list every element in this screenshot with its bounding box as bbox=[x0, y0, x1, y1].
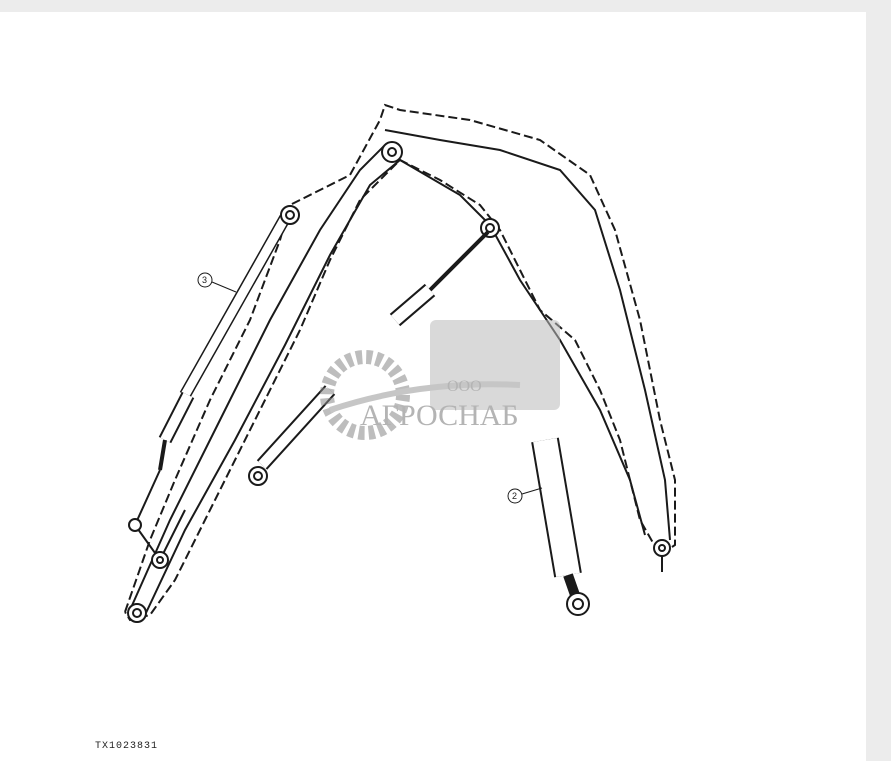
boom-foot-pin bbox=[653, 539, 671, 557]
arm-lower-edge bbox=[399, 159, 646, 536]
arm-upper-edge bbox=[384, 129, 671, 541]
gear-icon bbox=[320, 350, 410, 440]
boom-cylinder bbox=[248, 385, 336, 486]
watermark-logo: ООО АГРОСНАБ bbox=[320, 320, 560, 440]
cylinder-2 bbox=[531, 437, 590, 616]
callout-3-label: 3 bbox=[202, 275, 207, 285]
link-pin bbox=[128, 518, 142, 532]
arm-tip-pin bbox=[127, 603, 147, 623]
callout-2: 2 bbox=[507, 487, 543, 504]
harvester-silhouette bbox=[430, 320, 560, 410]
bucket-link bbox=[133, 469, 186, 562]
callout-2-label: 2 bbox=[512, 491, 517, 501]
svg-text:АГРОСНАБ: АГРОСНАБ bbox=[360, 399, 519, 432]
arm-cylinder bbox=[389, 230, 490, 327]
boom-top-pivot bbox=[381, 141, 403, 163]
link-pin bbox=[151, 551, 169, 569]
boom-outline-dashed bbox=[124, 103, 676, 622]
figure-code: TX1023831 bbox=[95, 741, 159, 752]
arm-rear-edge bbox=[144, 159, 401, 616]
cylinder-3 bbox=[158, 205, 300, 471]
callout-3: 3 bbox=[197, 272, 237, 293]
arm-front-edge bbox=[129, 144, 386, 611]
svg-text:ООО: ООО bbox=[447, 378, 482, 395]
